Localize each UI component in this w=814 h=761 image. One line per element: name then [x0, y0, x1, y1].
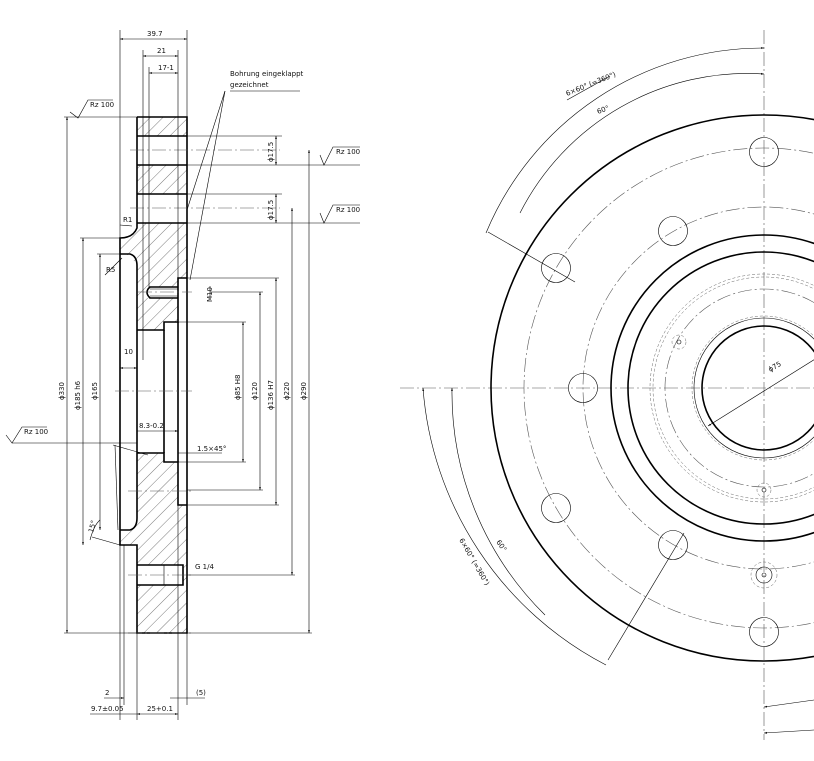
- dim-2: 2: [105, 689, 109, 697]
- dim-phi17-5-a: ϕ17.5: [267, 142, 275, 162]
- dim-phi185: ϕ185 h6: [74, 380, 82, 410]
- section-view: 39.7 21 17-1 Bohrung eingeklappt gezeich…: [5, 30, 360, 720]
- outer-circle-330: [490, 114, 814, 662]
- angle-15: 15°: [87, 519, 98, 533]
- dim-r5: R5: [106, 266, 115, 274]
- dim-21: 21: [157, 47, 166, 55]
- front-view: 6×60° (=360°) 60° ϕ75 6×60° (=360°) 60°: [400, 30, 814, 740]
- dim-phi120: ϕ120: [251, 382, 259, 400]
- dim-8-3: 8.3-0.2: [139, 422, 164, 430]
- dim-phi330: ϕ330: [58, 382, 66, 400]
- dim-17: 17-1: [158, 64, 174, 72]
- bolt-circle-290: [523, 147, 814, 629]
- dim-phi290: ϕ290: [300, 382, 308, 400]
- bolt-circle-220: [582, 206, 814, 570]
- dim-r1: R1: [123, 216, 132, 224]
- dim-10: 10: [124, 348, 133, 356]
- dim-phi136: ϕ136 H7: [267, 380, 275, 410]
- section-labels: 39.7 21 17-1 Bohrung eingeklappt gezeich…: [24, 30, 360, 713]
- thread-g14: G 1/4: [195, 563, 214, 571]
- pattern-top-label: 6×60° (=360°): [565, 70, 618, 97]
- roughness-label: Rz 100: [90, 101, 114, 109]
- dim-phi165: ϕ165: [91, 382, 99, 400]
- roughness-symbols: [5, 99, 360, 444]
- note-line1: Bohrung eingeklappt: [230, 70, 304, 78]
- roughness-label: Rz 100: [336, 148, 360, 156]
- roughness-label: Rz 100: [24, 428, 48, 436]
- thread-m10: M10: [206, 287, 214, 302]
- bolt-holes: [541, 137, 779, 647]
- dim-5: (5): [196, 689, 206, 697]
- dim-phi85: ϕ85 H8: [234, 375, 242, 400]
- dim-25: 25+0.1: [147, 705, 173, 713]
- roughness-label: Rz 100: [336, 206, 360, 214]
- extension-lines: [64, 30, 360, 720]
- dim-chamfer: 1.5×45°: [197, 445, 226, 453]
- center-lines: [115, 149, 280, 634]
- note-line2: gezeichnet: [230, 81, 269, 89]
- dim-9-7: 9.7±0.05: [91, 705, 124, 713]
- phi75-label: ϕ75: [767, 360, 783, 374]
- angle-top-label: 60°: [596, 104, 610, 116]
- dim-phi17-5-b: ϕ17.5: [267, 200, 275, 220]
- hatched-areas: [120, 117, 187, 633]
- dim-phi220: ϕ220: [283, 382, 291, 400]
- dim-39-7: 39.7: [147, 30, 163, 38]
- angle-bottom-label: 60°: [494, 539, 508, 554]
- dimension-lines: [66, 38, 310, 715]
- pattern-bottom-label: 6×60° (=360°): [457, 537, 491, 587]
